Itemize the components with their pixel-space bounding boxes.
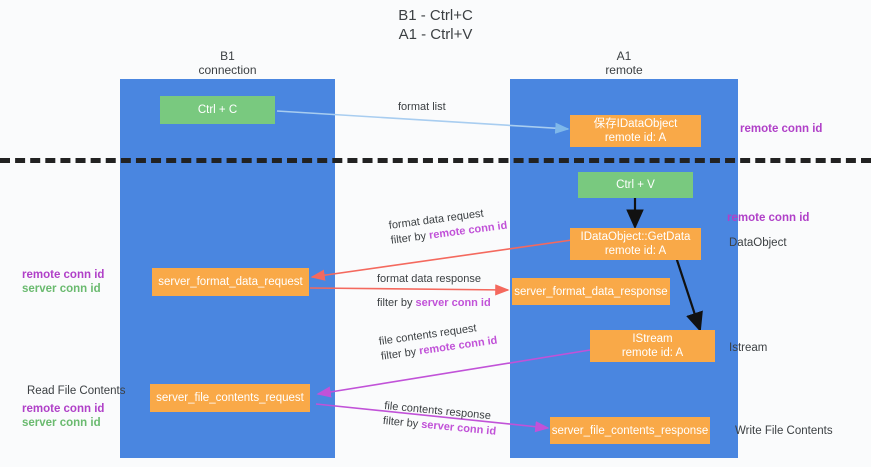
edge-label-format-list-text: format list [398, 101, 446, 113]
side-label-left-conn-ids-top: remote conn id server conn id [22, 268, 104, 296]
node-ctrl-c-label: Ctrl + C [197, 104, 238, 116]
column-header-a1: A1 remote [510, 49, 738, 77]
edge-label-file-contents-response-prefix: filter by [382, 414, 422, 431]
node-server-format-data-request[interactable]: server_format_data_request [152, 268, 309, 296]
node-server-file-contents-request-label: server_file_contents_request [156, 392, 304, 404]
side-label-istream-text: Istream [729, 342, 768, 354]
side-label-left-server-conn-id-1: server conn id [22, 283, 101, 295]
column-header-b1-role: connection [198, 63, 257, 77]
node-istream-line2: remote id: A [621, 347, 684, 359]
edge-label-format-list: format list [398, 100, 446, 115]
node-server-file-contents-response-label: server_file_contents_response [551, 424, 709, 437]
side-label-remote-conn-id-top: remote conn id [740, 122, 822, 136]
edge-label-file-contents-request-prefix: filter by [380, 345, 421, 363]
node-istream-line1: IStream [632, 333, 673, 345]
side-label-read-file-contents-text: Read File Contents [27, 385, 126, 397]
page-title: B1 - Ctrl+C A1 - Ctrl+V [0, 6, 871, 44]
side-label-write-file-contents-text: Write File Contents [735, 425, 833, 437]
node-ctrl-c[interactable]: Ctrl + C [160, 96, 275, 124]
edge-label-format-data-response-line1: format data response [377, 273, 481, 285]
side-label-dataobject: DataObject [729, 236, 787, 250]
column-header-b1: B1 connection [120, 49, 335, 77]
side-label-left-conn-ids-bottom: remote conn id server conn id [22, 402, 104, 430]
side-label-remote-conn-id-mid-text: remote conn id [727, 212, 810, 224]
side-label-read-file-contents: Read File Contents [27, 384, 125, 398]
node-server-file-contents-response[interactable]: server_file_contents_response [550, 417, 710, 444]
edge-label-format-data-request-prefix: filter by [390, 229, 430, 247]
node-istream[interactable]: IStream remote id: A [590, 330, 715, 362]
node-ctrl-v-label: Ctrl + V [616, 179, 655, 191]
side-label-left-remote-conn-id-2: remote conn id [22, 403, 105, 415]
node-save-idataobject[interactable]: 保存IDataObject remote id: A [570, 115, 701, 147]
side-label-remote-conn-id-top-text: remote conn id [740, 123, 823, 135]
node-save-idataobject-line1: 保存IDataObject [593, 118, 678, 130]
side-label-dataobject-text: DataObject [729, 237, 787, 249]
node-idataobject-getdata[interactable]: IDataObject::GetData remote id: A [570, 228, 701, 260]
side-label-left-remote-conn-id-1: remote conn id [22, 269, 105, 281]
side-label-remote-conn-id-mid: remote conn id [727, 211, 809, 225]
side-label-left-server-conn-id-2: server conn id [22, 417, 101, 429]
node-idataobject-getdata-line2: remote id: A [604, 245, 667, 257]
side-label-istream: Istream [729, 341, 767, 355]
edge-label-format-data-request: format data request filter by remote con… [388, 204, 508, 249]
node-idataobject-getdata-line1: IDataObject::GetData [580, 231, 691, 243]
node-server-format-data-response-label: server_format_data_response [514, 285, 668, 298]
edge-label-file-contents-request: file contents request filter by remote c… [378, 319, 498, 365]
column-header-a1-name: A1 [616, 49, 632, 63]
column-header-a1-role: remote [605, 63, 643, 77]
node-ctrl-v[interactable]: Ctrl + V [578, 172, 693, 198]
column-header-b1-name: B1 [220, 49, 235, 63]
edge-label-format-data-response-key: server conn id [415, 297, 491, 309]
edge-label-format-data-response: format data response filter by server co… [377, 272, 491, 311]
side-label-write-file-contents: Write File Contents [735, 424, 833, 438]
edge-label-file-contents-response: file contents response filter by server … [382, 399, 498, 440]
edge-label-format-data-response-prefix: filter by [377, 297, 416, 309]
phase-divider [0, 158, 871, 163]
page-title-line2: A1 - Ctrl+V [398, 26, 473, 43]
node-server-file-contents-request[interactable]: server_file_contents_request [150, 384, 310, 412]
page-title-line1: B1 - Ctrl+C [398, 7, 473, 24]
edge-label-format-data-response-line2: filter by server conn id [377, 296, 491, 311]
node-save-idataobject-line2: remote id: A [604, 132, 667, 144]
node-server-format-data-response[interactable]: server_format_data_response [512, 278, 670, 305]
node-server-format-data-request-label: server_format_data_request [158, 276, 303, 288]
